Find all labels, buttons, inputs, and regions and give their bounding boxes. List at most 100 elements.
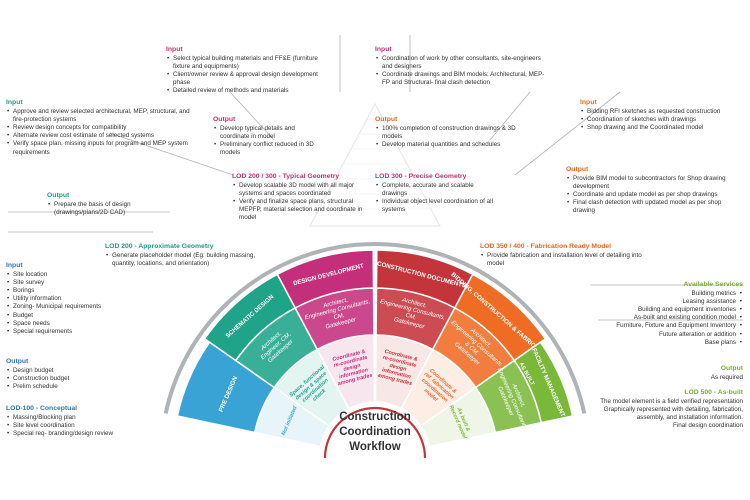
fm-services-list: Building metricsLeasing assistanceBuildi… <box>570 290 743 347</box>
list-item: Provide fabrication and installation lev… <box>481 252 655 268</box>
pre-design-input-list: Site locationSite surveyBoringsUtility i… <box>6 271 146 336</box>
bidding-input-list: Bidding RFI sketches as requested constr… <box>580 108 745 132</box>
list-item: Complete, accurate and scalable drawings <box>376 182 495 198</box>
lod200-list: Generate placeholder model (Eg: building… <box>105 252 260 268</box>
dd-input-list: Select typical building materials and FF… <box>166 55 336 96</box>
list-item: Preliminary conflict reduced in 3D model… <box>214 141 323 157</box>
block-heading: Input <box>6 262 23 269</box>
list-item: As-built and existing condition model <box>570 314 742 322</box>
list-item: Furniture, Fixture and Equipment Invento… <box>570 322 742 330</box>
lod300-block: LOD 300 - Precise Geometry Complete, acc… <box>375 173 495 214</box>
lod200-300-list: Develop scalable 3D model with all major… <box>232 182 370 222</box>
list-item: Coordinate drawings and BIM models: Arch… <box>376 71 550 87</box>
bidding-output-block: Output Provide BIM model to subcontracto… <box>566 166 741 216</box>
list-item: Develop typical details and coordinate i… <box>214 125 323 141</box>
block-heading: Input <box>580 99 597 106</box>
pre-design-output-list: Design budgetConstruction budgetPrelim s… <box>6 367 126 391</box>
list-item: Site location <box>7 271 146 279</box>
lod200-block: LOD 200 - Approximate Geometry Generate … <box>105 243 260 268</box>
cd-input-block: Input Coordination of work by other cons… <box>375 46 550 87</box>
block-heading: LOD 350 / 400 - Fabrication Ready Model <box>480 243 612 250</box>
bidding-output-list: Provide BIM model to subcontractors for … <box>566 175 741 215</box>
lod500-line: assembly, and installation information. <box>636 414 743 422</box>
list-item: Construction budget <box>7 375 126 383</box>
block-heading: Output <box>6 358 29 365</box>
list-item: Provide BIM model to subcontractors for … <box>567 175 741 191</box>
list-item: Zoning- Municipal requirements <box>7 303 146 311</box>
list-item: Site level coordination <box>7 422 166 430</box>
block-heading: LOD 300 - Precise Geometry <box>375 173 467 180</box>
block-heading: LOD 500 - As-built <box>684 389 743 396</box>
block-heading: Input <box>375 46 392 53</box>
list-item: Borings <box>7 287 146 295</box>
list-item: Special req- branding/design review <box>7 430 166 438</box>
list-item: Shop drawing and the Coordinated model <box>581 124 745 132</box>
leader-line <box>514 91 621 176</box>
list-item: Utility information <box>7 295 146 303</box>
list-item: Bidding RFI sketches as requested constr… <box>581 108 745 116</box>
block-heading: Output <box>720 365 743 372</box>
list-item: Individual object level coordination of … <box>376 198 495 214</box>
fm-output-text: As required <box>710 374 743 382</box>
pre-design-input-block: Input Site locationSite surveyBoringsUti… <box>6 262 146 336</box>
list-item: 100% completion of construction drawings… <box>376 125 530 141</box>
list-item: Leasing assistance <box>570 298 742 306</box>
block-heading: Output <box>566 166 589 173</box>
schematic-output-list: Prepare the basis of design (drawings/pl… <box>47 201 182 217</box>
schematic-output-block: Output Prepare the basis of design (draw… <box>47 192 182 217</box>
block-heading: Available Services <box>683 281 743 288</box>
block-heading: Output <box>47 192 70 199</box>
phase-segment-facility: FACILITY MANAGEMENTArchitect,Engineering… <box>419 341 574 448</box>
list-item: Verify space plan, missing inputs for pr… <box>7 140 196 156</box>
lod500-line: Graphically represented with detailing, … <box>603 406 743 414</box>
list-item: Approve and review selected architectura… <box>7 108 196 124</box>
block-heading: Input <box>166 46 183 53</box>
lod100-block: LOD-100 - Conceptual Massing/Blocking pl… <box>6 405 166 438</box>
lod100-list: Massing/Blocking planSite level coordina… <box>6 414 166 438</box>
list-item: Prepare the basis of design (drawings/pl… <box>48 201 182 217</box>
list-item: Final clash detection with updated model… <box>567 199 741 215</box>
lod500-block: LOD 500 - As-built The model element is … <box>560 389 743 430</box>
list-item: Building and equipment inventories <box>570 306 742 314</box>
block-heading: Output <box>375 116 398 123</box>
block-heading: LOD-100 - Conceptual <box>6 405 77 412</box>
list-item: Select typical building materials and FF… <box>167 55 336 71</box>
fm-output-block: Output As required <box>650 365 743 382</box>
list-item: Budget <box>7 312 146 320</box>
phase-segment-construction-docs: CONSTRUCTION DOCUMENTSArchitect,Engineer… <box>374 249 474 410</box>
list-item: Coordinate and update model as per shop … <box>567 191 741 199</box>
list-item: Prelim schedule <box>7 383 126 391</box>
list-item: Develop scalable 3D model with all major… <box>233 182 370 198</box>
dd-output-list: Develop typical details and coordinate i… <box>213 125 323 157</box>
list-item: Client/owner review & approval design de… <box>167 71 336 87</box>
list-item: Verify and finalize space plans, structu… <box>233 198 370 222</box>
list-item: Generate placeholder model (Eg: building… <box>106 252 260 268</box>
bidding-input-block: Input Bidding RFI sketches as requested … <box>580 99 745 132</box>
center-hub <box>323 406 427 458</box>
block-heading: Output <box>213 116 236 123</box>
list-item: Building metrics <box>570 290 742 298</box>
phase-segment-bidding: BIDDING, CONSTRUCTION & FABRICATIONArchi… <box>400 271 551 427</box>
list-item: Design budget <box>7 367 126 375</box>
list-item: Base plans <box>570 339 742 347</box>
list-item: Detailed review of methods and materials <box>167 87 336 95</box>
block-heading: LOD 200 / 300 - Typical Geometry <box>232 173 340 180</box>
list-item: Future alteration or addition <box>570 331 742 339</box>
list-item: Review design concepts for compatibility <box>7 124 196 132</box>
list-item: Develop material quantities and schedule… <box>376 141 530 149</box>
lod500-line: Final design coordination <box>672 422 743 430</box>
schematic-input-list: Approve and review selected architectura… <box>6 108 196 157</box>
list-item: Site survey <box>7 279 146 287</box>
block-heading: LOD 200 - Approximate Geometry <box>105 243 214 250</box>
phase-segment-design-dev: DESIGN DEVELOPMENTArchitect,Engineering … <box>276 249 376 410</box>
list-item: Massing/Blocking plan <box>7 414 166 422</box>
pre-design-output-block: Output Design budgetConstruction budgetP… <box>6 358 126 391</box>
lod300-list: Complete, accurate and scalable drawings… <box>375 182 495 214</box>
schematic-input-block: Input Approve and review selected archit… <box>6 99 196 157</box>
dd-output-block: Output Develop typical details and coord… <box>213 116 323 157</box>
